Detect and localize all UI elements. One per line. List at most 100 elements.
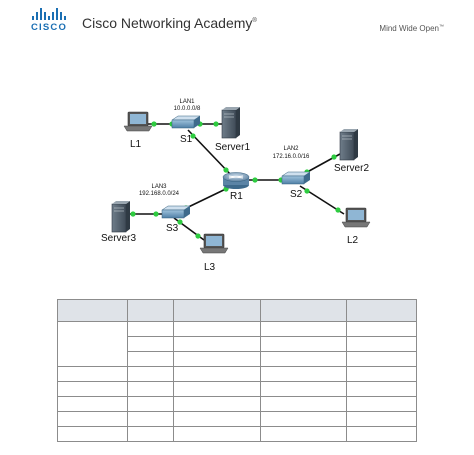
table-cell xyxy=(346,351,417,367)
cisco-wordmark: CISCO xyxy=(31,22,68,33)
table-header-cell xyxy=(127,299,174,322)
table-cell xyxy=(260,396,347,412)
switch-icon-s2 xyxy=(281,171,311,185)
table-cell xyxy=(57,396,128,412)
academy-title-text: Cisco Networking Academy xyxy=(82,15,253,31)
table-cell xyxy=(346,321,417,337)
port-dot xyxy=(195,233,201,239)
table-cell xyxy=(127,411,174,427)
label-s3: S3 xyxy=(166,223,179,234)
lan3-name: LAN3 xyxy=(151,184,167,190)
table-cell xyxy=(346,411,417,427)
page-header: CISCO Cisco Networking Academy® Mind Wid… xyxy=(0,0,474,40)
network-topology-diagram: L1 S1 Server1 R1 S2 Server2 L2 S3 Server… xyxy=(101,99,371,273)
table-cell xyxy=(127,381,174,397)
label-s1: S1 xyxy=(180,134,193,145)
label-s2: S2 xyxy=(290,189,303,200)
table-cell xyxy=(346,381,417,397)
lan2-network: 172.16.0.0/16 xyxy=(273,154,310,160)
tagline-text: Mind Wide Open xyxy=(379,24,439,33)
switch-icon-s3 xyxy=(161,205,191,219)
tagline: Mind Wide Open™ xyxy=(379,24,444,33)
table-row xyxy=(57,396,417,412)
table-cell xyxy=(57,411,128,427)
table-cell xyxy=(260,351,347,367)
table-cell xyxy=(260,381,347,397)
table-row xyxy=(57,321,417,367)
table-header-cell xyxy=(173,299,261,322)
label-server2: Server2 xyxy=(334,163,369,174)
table-cell xyxy=(346,336,417,352)
table-row xyxy=(57,411,417,427)
label-server1: Server1 xyxy=(215,142,250,153)
lan1-network: 10.0.0.0/8 xyxy=(174,106,201,112)
table-row xyxy=(58,336,417,352)
lan2-name: LAN2 xyxy=(283,146,299,152)
table-header-cell xyxy=(57,299,128,322)
table-cell xyxy=(260,411,347,427)
table-cell xyxy=(173,381,261,397)
table-cell xyxy=(260,321,347,337)
table-row xyxy=(57,426,417,442)
table-header-cell xyxy=(346,299,417,322)
port-dot xyxy=(153,211,159,217)
table-cell xyxy=(57,381,128,397)
table-cell xyxy=(57,426,128,442)
server-icon-server2 xyxy=(339,129,358,161)
label-l1: L1 xyxy=(130,139,142,150)
registered-mark: ® xyxy=(252,18,257,24)
table-header-cell xyxy=(260,299,347,322)
table-cell xyxy=(173,336,261,352)
laptop-icon-l1 xyxy=(123,111,153,132)
router-icon-r1 xyxy=(222,172,250,189)
label-l3: L3 xyxy=(204,262,216,273)
academy-title: Cisco Networking Academy® xyxy=(82,15,257,31)
table-row xyxy=(58,351,417,367)
port-dot xyxy=(151,121,157,127)
lan1-name: LAN1 xyxy=(179,99,195,105)
table-cell xyxy=(173,411,261,427)
addressing-table xyxy=(57,299,417,442)
port-dot xyxy=(177,219,183,225)
table-cell xyxy=(173,321,261,337)
table-header-row xyxy=(57,299,417,322)
table-cell-merged xyxy=(57,321,128,367)
label-server3: Server3 xyxy=(101,233,136,244)
trademark-mark: ™ xyxy=(439,24,444,30)
table-cell xyxy=(260,426,347,442)
table-cell xyxy=(127,351,174,367)
port-dot xyxy=(252,177,258,183)
port-dot xyxy=(213,121,219,127)
table-cell xyxy=(127,426,174,442)
table-cell xyxy=(173,351,261,367)
port-dot xyxy=(190,133,196,139)
server-icon-server1 xyxy=(221,107,240,139)
cisco-logo: CISCO xyxy=(31,8,71,36)
switch-icon-s1 xyxy=(171,115,201,129)
table-cell xyxy=(346,396,417,412)
table-cell xyxy=(127,366,174,382)
label-l2: L2 xyxy=(347,235,359,246)
table-cell xyxy=(260,366,347,382)
table-cell xyxy=(173,366,261,382)
table-cell xyxy=(346,366,417,382)
server-icon-server3 xyxy=(111,201,130,233)
laptop-icon-l2 xyxy=(341,207,371,228)
laptop-icon-l3 xyxy=(199,233,229,254)
port-dot xyxy=(223,167,229,173)
port-dot xyxy=(331,154,337,160)
lan3-network: 192.168.0.0/24 xyxy=(139,191,180,197)
table-cell xyxy=(57,366,128,382)
table-cell xyxy=(127,321,174,337)
table-row xyxy=(57,366,417,382)
port-dot xyxy=(130,211,136,217)
cisco-bars-icon xyxy=(32,8,66,20)
table-cell xyxy=(173,396,261,412)
label-r1: R1 xyxy=(230,191,243,202)
table-cell xyxy=(346,426,417,442)
port-dot xyxy=(304,188,310,194)
table-cell xyxy=(173,426,261,442)
table-cell xyxy=(260,336,347,352)
table-cell xyxy=(127,336,174,352)
port-dot xyxy=(335,207,341,213)
